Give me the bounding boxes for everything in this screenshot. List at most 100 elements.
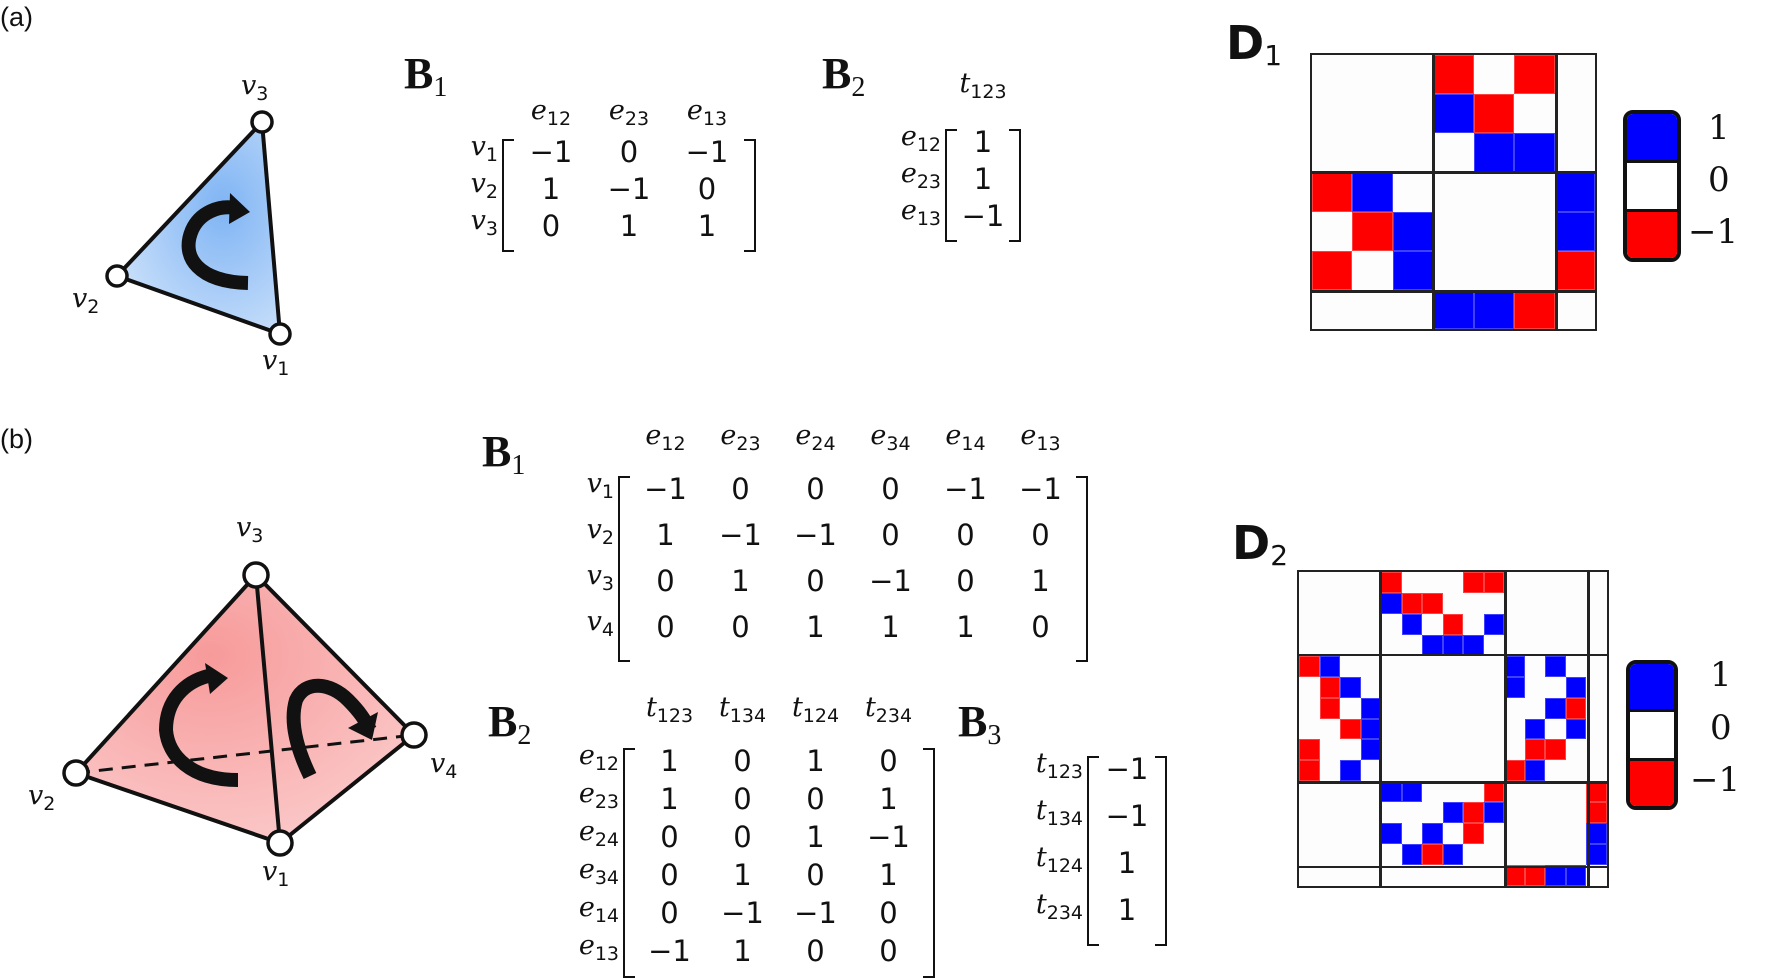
heatmap-cell: [1319, 655, 1341, 677]
heatmap-cell: [1392, 172, 1434, 212]
heatmap-cell: [1545, 613, 1566, 635]
heatmap-cell: [1483, 572, 1505, 593]
heatmap-cell: [1483, 802, 1505, 824]
heatmap-cell: [1524, 592, 1546, 614]
heatmap-cell: [1442, 802, 1464, 824]
heatmap-cell: [1554, 94, 1595, 134]
matrix-cell: 0: [731, 610, 750, 644]
heatmap-cell: [1504, 613, 1525, 635]
heatmap-cell: [1442, 844, 1464, 866]
heatmap-cell: [1360, 592, 1382, 614]
matrix-cell: 1: [879, 782, 898, 816]
row-header: v2: [586, 514, 614, 549]
row-header: e34: [578, 854, 619, 889]
heatmap-cell: [1504, 676, 1525, 698]
heatmap-cell: [1299, 676, 1320, 698]
heatmap-cell: [1514, 94, 1555, 134]
matrix-cell: 0: [733, 820, 752, 854]
heatmap-cell: [1504, 572, 1525, 593]
heatmap-cell: [1319, 823, 1341, 845]
heatmap-cell: [1586, 613, 1607, 635]
heatmap-cell: [1463, 592, 1484, 614]
column-header: t134: [718, 692, 767, 727]
heatmap-cell: [1299, 865, 1320, 886]
matrix-cell: 0: [881, 518, 900, 552]
heatmap-cell: [1514, 250, 1555, 290]
heatmap-cell: [1312, 133, 1353, 173]
heatmap-cell: [1433, 250, 1474, 290]
matrix-cell: 1: [956, 610, 975, 644]
matrix-cell: −1: [1019, 472, 1062, 506]
heatmap-cell: [1554, 172, 1595, 212]
heatmap-cell: [1586, 739, 1607, 761]
heatmap-cell: [1360, 676, 1382, 698]
heatmap-cell: [1524, 613, 1546, 635]
heatmap-cell: [1422, 676, 1443, 698]
heatmap-cell: [1312, 55, 1353, 95]
heatmap-cell: [1381, 634, 1402, 656]
right-bracket: [1076, 476, 1088, 662]
heatmap-cell: [1360, 655, 1382, 677]
heatmap-cell: [1299, 655, 1320, 677]
matrix-cell: 1: [806, 820, 825, 854]
column-header: t123: [959, 68, 1007, 103]
heatmap-cell: [1381, 718, 1402, 740]
matrix-cell: 1: [541, 172, 561, 206]
heatmap-cell: [1312, 250, 1353, 290]
heatmap-cell: [1442, 613, 1464, 635]
heatmap-cell: [1463, 802, 1484, 824]
heatmap-cell: [1586, 802, 1607, 824]
heatmap-cell: [1340, 739, 1361, 761]
heatmap-cell: [1545, 760, 1566, 782]
heatmap-cell: [1463, 760, 1484, 782]
heatmap-cell: [1565, 802, 1587, 824]
heatmap-cell: [1422, 697, 1443, 719]
matrix-cell: −1: [644, 472, 687, 506]
heatmap-cell: [1483, 781, 1505, 803]
legend-swatch-pos: [1630, 664, 1674, 710]
heatmap-cell: [1524, 572, 1546, 593]
orientation-arrow-icon: [286, 678, 378, 780]
heatmap-cell: [1463, 718, 1484, 740]
legend-swatch-neg: [1630, 760, 1674, 806]
heatmap-cell: [1392, 289, 1434, 329]
heatmap-cell: [1381, 739, 1402, 761]
heatmap-cell: [1433, 172, 1474, 212]
right-bracket: [1155, 756, 1167, 946]
heatmap-cell: [1381, 865, 1402, 886]
heatmap-cell: [1340, 781, 1361, 803]
heatmap-cell: [1545, 718, 1566, 740]
row-header: e14: [578, 892, 619, 927]
heatmap-cell: [1483, 844, 1505, 866]
heatmap-cell: [1586, 592, 1607, 614]
heatmap-cell: [1565, 823, 1587, 845]
heatmap-cell: [1319, 697, 1341, 719]
heatmap-cell: [1312, 94, 1353, 134]
column-header: e24: [795, 420, 836, 455]
heatmap-cell: [1422, 592, 1443, 614]
vertex-label-v2: v2: [72, 283, 100, 318]
matrix-cell: 1: [656, 518, 675, 552]
row-header: t134: [1035, 795, 1083, 830]
heatmap-cell: [1319, 844, 1341, 866]
heatmap-cell: [1524, 697, 1546, 719]
heatmap-cell: [1514, 211, 1555, 251]
matrix-cell: −1: [529, 135, 573, 169]
legend-swatch-pos: [1627, 114, 1677, 160]
heatmap-cell: [1319, 676, 1341, 698]
matrix-cell: 0: [806, 934, 825, 968]
heatmap-cell: [1299, 697, 1320, 719]
heatmap-cell: [1360, 718, 1382, 740]
matrix-title-b-B1: B1: [482, 427, 526, 481]
matrix-cell: 1: [660, 744, 679, 778]
column-header: t124: [791, 692, 840, 727]
matrix-cell: −1: [794, 896, 837, 930]
column-header: e12: [645, 420, 686, 455]
matrix-cell: 1: [806, 610, 825, 644]
matrix-cell: 1: [879, 858, 898, 892]
column-header: e23: [608, 95, 650, 130]
heatmap-cell: [1352, 133, 1393, 173]
vertex-label-v3: v3: [241, 70, 269, 105]
heatmap-cell: [1565, 634, 1587, 656]
